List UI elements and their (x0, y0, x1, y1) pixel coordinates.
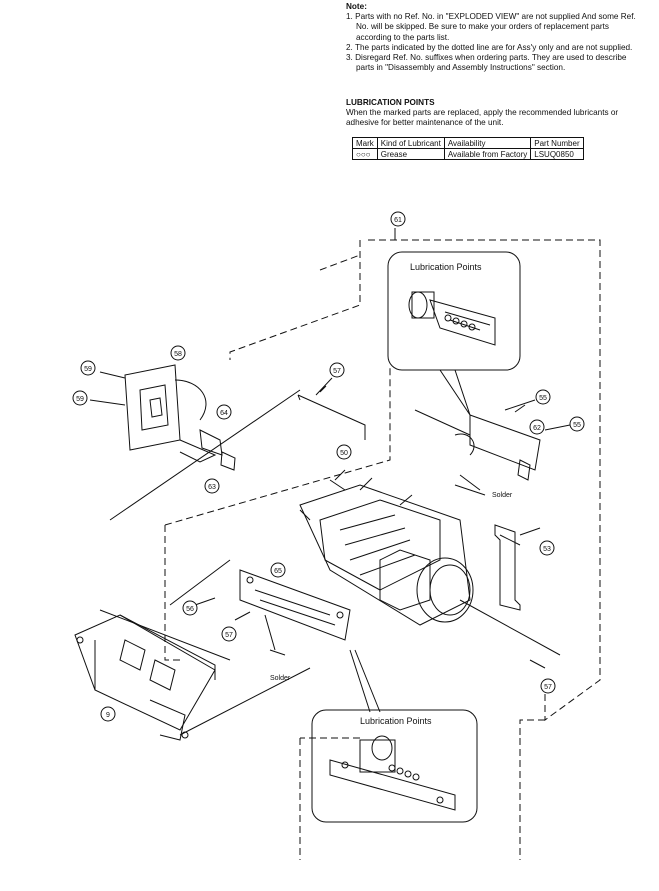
top-insert-frame (387, 251, 521, 371)
bottom-insert-pointer (349, 649, 381, 713)
ref-label-58: 58 (174, 351, 182, 358)
notes-heading: Note: (346, 2, 367, 11)
cell-availability: Available from Factory (443, 148, 532, 160)
ref-label-55b: 55 (573, 422, 581, 429)
ref-balloon-53: 53 (539, 540, 555, 556)
left-bracket-assembly (89, 364, 236, 471)
screw-55-right-2 (544, 424, 571, 431)
ref-label-57a: 57 (333, 368, 341, 375)
shield-part (74, 614, 216, 741)
ref-label-59a: 59 (84, 366, 92, 373)
bottom-insert-title: Lubrication Points (360, 716, 432, 726)
screw-53 (519, 527, 541, 536)
notes-block: Note: 1. Parts with no Ref. No. in "EXPL… (346, 2, 646, 73)
screw-56 (194, 597, 216, 606)
flex-cable (494, 524, 521, 611)
ref-label-57c: 57 (225, 632, 233, 639)
ref-balloon-64: 64 (216, 404, 232, 420)
note-item-2: 2. The parts indicated by the dotted lin… (346, 42, 633, 52)
ref-balloon-62: 62 (529, 419, 545, 435)
table-row: ○○○ Grease Available from Factory LSUQ08… (352, 148, 584, 160)
screw-57-top (315, 377, 333, 396)
ref-label-9: 9 (106, 712, 110, 719)
cell-part-number: LSUQ0850 (530, 148, 584, 160)
ref-label-56: 56 (186, 606, 194, 613)
ref-balloon-57a: 57 (329, 362, 345, 378)
solder-label-2: Solder (270, 675, 291, 682)
cell-kind: Grease (376, 148, 445, 160)
ref-balloon-50: 50 (336, 444, 352, 460)
ref-label-57b: 57 (544, 684, 552, 691)
ref-label-53: 53 (543, 546, 551, 553)
ref-label-50: 50 (340, 450, 348, 457)
ref-balloon-65: 65 (270, 562, 286, 578)
solder-label-1: Solder (492, 492, 513, 499)
screw-59-bottom (234, 611, 251, 621)
top-insert-part (408, 291, 496, 346)
note-item-3: 3. Disregard Ref. No. suffixes when orde… (346, 53, 627, 73)
lubrication-text: When the marked parts are replaced, appl… (346, 108, 619, 127)
lubricant-table-header: Mark Kind of Lubricant Availability Part… (352, 137, 584, 149)
ref-balloon-55a: 55 (535, 389, 551, 405)
lubrication-block: LUBRICATION POINTS When the marked parts… (346, 98, 646, 128)
screw-55-right (504, 399, 536, 413)
lubrication-heading: LUBRICATION POINTS (346, 98, 435, 107)
camera-mechanism (299, 469, 474, 626)
ref-balloon-9: 9 (100, 706, 116, 722)
ref-label-55a: 55 (539, 395, 547, 402)
ref-label-63: 63 (208, 484, 216, 491)
bottom-insert-part (329, 735, 456, 811)
note-item-1: 1. Parts with no Ref. No. in "EXPLODED V… (346, 12, 636, 42)
ref-balloon-59a: 59 (80, 360, 96, 376)
ref-label-65: 65 (274, 568, 282, 575)
ref-balloon-57b: 57 (540, 678, 556, 694)
bottom-insert-frame (311, 709, 478, 823)
ref-label-64: 64 (220, 410, 228, 417)
ref-balloon-55b: 55 (569, 416, 585, 432)
holder-plate (239, 569, 351, 656)
cell-mark: ○○○ (352, 148, 378, 160)
screw-57-bottom (529, 659, 546, 669)
right-bracket (454, 414, 541, 496)
assembly-boundary (164, 239, 601, 860)
top-insert-title: Lubrication Points (410, 262, 482, 272)
leader-lines (99, 228, 561, 736)
ref-label-62: 62 (533, 425, 541, 432)
ref-balloon-63: 63 (204, 478, 220, 494)
ref-balloon-57c: 57 (221, 626, 237, 642)
ref-label-61: 61 (394, 217, 402, 224)
lubricant-table: Mark Kind of Lubricant Availability Part… (352, 137, 584, 160)
ref-balloon-56: 56 (182, 600, 198, 616)
ref-balloon-58: 58 (170, 345, 186, 361)
ref-balloon-59b: 59 (72, 390, 88, 406)
ref-label-59b: 59 (76, 396, 84, 403)
top-insert-pointer (439, 369, 471, 416)
ref-balloon-61: 61 (390, 211, 406, 227)
